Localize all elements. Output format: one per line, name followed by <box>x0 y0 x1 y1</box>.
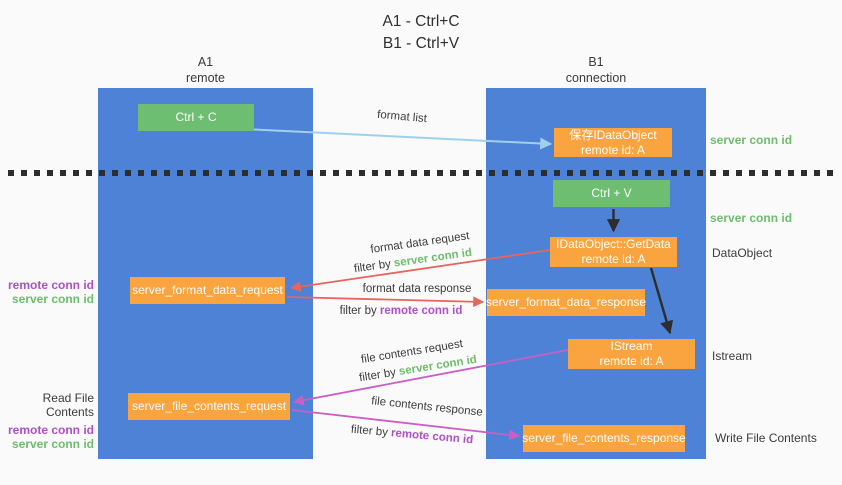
filter-prefix: filter by <box>353 257 395 276</box>
box-ctrl-v: Ctrl + V <box>553 180 670 207</box>
box-istream-line2: remote id: A <box>599 354 664 368</box>
filter-value-remote-conn: remote conn id <box>390 427 474 447</box>
column-header-a1: A1 remote <box>98 55 313 86</box>
column-b1-name: B1 <box>588 55 604 69</box>
label-format-data-response: format data response <box>362 283 472 295</box>
box-istream: IStream remote id: A <box>568 339 695 369</box>
box-ctrl-c-label: Ctrl + C <box>175 110 217 124</box>
filter-prefix: filter by <box>339 305 380 317</box>
label-filter-remote-conn-1: filter by remote conn id <box>340 305 463 317</box>
annotation-left-conn-ids: remote conn id server conn id <box>8 278 94 306</box>
diagram-title: A1 - Ctrl+C B1 - Ctrl+V <box>0 11 842 56</box>
annotation-server-conn-id-2: server conn id <box>710 211 793 225</box>
annotation-istream: Istream <box>712 349 753 363</box>
annotation-read-file-contents: Read File Contents <box>42 391 94 419</box>
annotation-server-conn-id-1: server conn id <box>710 133 793 147</box>
box-server-format-data-response: server_format_data_response <box>485 289 647 316</box>
column-b1-subtitle: connection <box>565 70 627 85</box>
label-filter-remote-conn-2: filter by remote conn id <box>350 424 473 447</box>
title-line-1: A1 - Ctrl+C <box>382 13 460 30</box>
annotation-remote-conn-id-2: remote conn id <box>7 423 94 437</box>
box-save-idataobject: 保存IDataObject remote id: A <box>554 128 672 157</box>
box-ctrl-v-label: Ctrl + V <box>591 186 632 200</box>
box-server-file-contents-response-label: server_file_contents_response <box>522 431 686 445</box>
box-idataobject-getdata: IDataObject::GetData remote id: A <box>550 237 677 267</box>
box-server-file-contents-request: server_file_contents_request <box>128 393 290 420</box>
filter-value-remote-conn: remote conn id <box>379 305 463 317</box>
annotation-server-conn-id-3: server conn id <box>11 292 94 306</box>
label-format-list: format list <box>376 108 428 126</box>
box-ctrl-c: Ctrl + C <box>138 104 254 131</box>
annotation-dataobject: DataObject <box>712 246 773 260</box>
box-server-format-data-response-label: server_format_data_response <box>485 295 647 309</box>
box-idataobject-getdata-line2: remote id: A <box>581 252 646 266</box>
box-save-idataobject-line2: remote id: A <box>580 142 646 157</box>
annotation-server-conn-id-4: server conn id <box>11 437 94 451</box>
column-header-b1: B1 connection <box>486 55 706 86</box>
box-save-idataobject-line1: 保存IDataObject <box>569 127 657 142</box>
box-server-file-contents-response: server_file_contents_response <box>522 425 686 452</box>
filter-prefix: filter by <box>358 366 400 385</box>
column-a1-subtitle: remote <box>186 70 225 85</box>
box-server-format-data-request-label: server_format_data_request <box>132 283 283 297</box>
annotation-remote-conn-id-1: remote conn id <box>7 278 94 292</box>
box-idataobject-getdata-line1: IDataObject::GetData <box>556 237 671 251</box>
annotation-read-file-block: Read File Contents remote conn id server… <box>0 391 94 451</box>
column-a1-name: A1 <box>197 55 214 69</box>
arrow-format-data-response <box>286 296 485 308</box>
label-file-contents-response: file contents response <box>370 395 484 419</box>
box-server-format-data-request: server_format_data_request <box>130 277 285 304</box>
box-istream-line1: IStream <box>610 339 653 353</box>
annotation-write-file-contents: Write File Contents <box>715 431 817 445</box>
filter-prefix: filter by <box>350 423 392 440</box>
title-line-2: B1 - Ctrl+V <box>382 35 460 53</box>
box-server-file-contents-request-label: server_file_contents_request <box>131 399 287 413</box>
